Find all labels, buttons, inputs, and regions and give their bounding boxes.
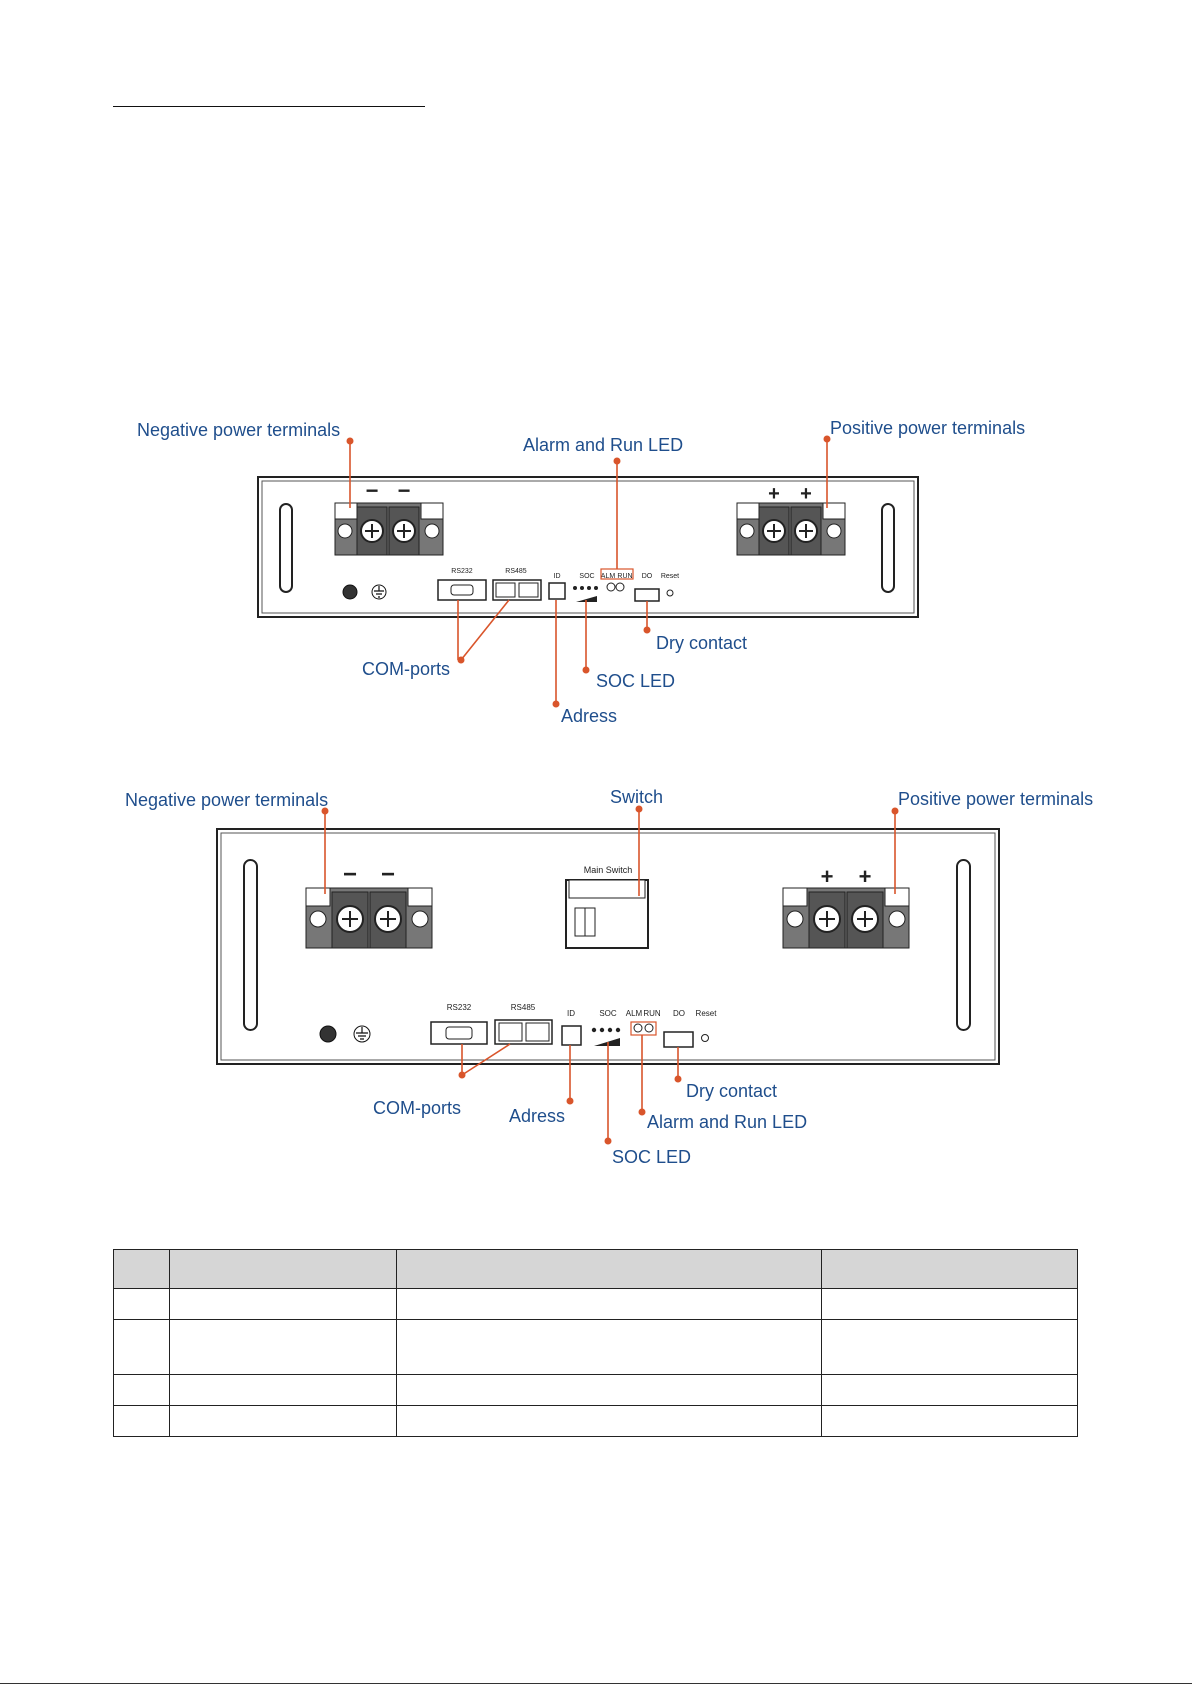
heading-underline	[113, 106, 425, 107]
handle-right	[881, 503, 895, 593]
soc-label: SOC	[579, 573, 594, 580]
reset-button	[666, 589, 674, 597]
alarm-led	[633, 1023, 643, 1033]
run-label: RUN	[617, 573, 632, 580]
table-header-cell	[168, 1249, 397, 1289]
callout-switch: Switch	[610, 787, 663, 807]
handle-left	[279, 503, 293, 593]
alarm-led	[606, 582, 616, 592]
battery-front-panel-diagram-1: − − + + RS232 RS485 ID SOC ALM RUN	[137, 418, 1025, 726]
id-label: ID	[567, 1009, 575, 1018]
callout-soc-led: SOC LED	[596, 671, 675, 691]
rs485-label: RS485	[511, 1003, 536, 1012]
callout-adress: Adress	[561, 706, 617, 726]
soc-led-row	[573, 586, 598, 590]
soc-led-row	[591, 1027, 621, 1033]
callout-negative-terminals: Negative power terminals	[137, 420, 340, 440]
table-row	[113, 1319, 1078, 1375]
callout-dry-contact: Dry contact	[686, 1081, 777, 1101]
run-label: RUN	[643, 1009, 661, 1018]
run-led	[644, 1023, 654, 1033]
main-switch-label: Main Switch	[584, 865, 633, 875]
minus-sign: −	[343, 861, 357, 888]
callout-positive-terminals: Positive power terminals	[898, 789, 1093, 809]
alm-label: ALM	[601, 573, 616, 580]
positive-terminal-block	[736, 502, 846, 556]
dry-contact-port	[663, 1031, 694, 1048]
negative-terminal-block	[305, 887, 433, 949]
negative-terminal-block	[334, 502, 444, 556]
minus-sign: −	[398, 478, 411, 503]
plus-sign: +	[768, 483, 780, 505]
positive-terminal-block	[782, 887, 910, 949]
table-header-cell	[113, 1249, 170, 1289]
plus-sign: +	[800, 483, 812, 505]
soc-level-wedge	[576, 596, 597, 602]
plus-sign: +	[859, 864, 872, 889]
alm-label: ALM	[626, 1009, 643, 1018]
table-row	[113, 1405, 1078, 1437]
callout-com-ports: COM-ports	[362, 659, 450, 679]
callout-com-ports: COM-ports	[373, 1098, 461, 1118]
rs485-label: RS485	[505, 568, 527, 575]
run-led	[615, 582, 625, 592]
address-switch	[561, 1025, 582, 1046]
rs232-label: RS232	[451, 568, 473, 575]
ground-terminal-icon	[319, 1025, 371, 1043]
callout-positive-terminals: Positive power terminals	[830, 418, 1025, 438]
address-switch	[548, 582, 566, 600]
plus-sign: +	[821, 864, 834, 889]
callout-negative-terminals: Negative power terminals	[125, 790, 328, 810]
reset-button	[701, 1034, 709, 1042]
rs232-label: RS232	[447, 1003, 472, 1012]
table-header-row	[113, 1249, 1078, 1289]
reset-label: Reset	[696, 1009, 718, 1018]
id-label: ID	[554, 573, 561, 580]
soc-level-wedge	[594, 1038, 620, 1046]
table-row	[113, 1288, 1078, 1320]
table-header-cell	[821, 1249, 1078, 1289]
soc-label: SOC	[599, 1009, 617, 1018]
battery-front-panel-diagram-2: − − Main Switch + + RS232 RS485 ID SOC	[125, 787, 1093, 1167]
ground-terminal-icon	[342, 584, 387, 600]
callout-alarm-run-led: Alarm and Run LED	[647, 1112, 807, 1132]
do-label: DO	[642, 573, 653, 580]
specification-table	[113, 1249, 1078, 1437]
callout-alarm-run-led: Alarm and Run LED	[523, 435, 683, 455]
table-header-cell	[395, 1249, 823, 1289]
callout-dry-contact: Dry contact	[656, 633, 747, 653]
handle-left	[243, 859, 258, 1031]
page-bottom-rule	[0, 1683, 1192, 1684]
minus-sign: −	[381, 861, 395, 888]
reset-label: Reset	[661, 573, 679, 580]
dry-contact-port	[634, 588, 660, 602]
callout-soc-led: SOC LED	[612, 1147, 691, 1167]
do-label: DO	[673, 1009, 685, 1018]
table-row	[113, 1374, 1078, 1406]
minus-sign: −	[366, 478, 379, 503]
handle-right	[956, 859, 971, 1031]
callout-adress: Adress	[509, 1106, 565, 1126]
